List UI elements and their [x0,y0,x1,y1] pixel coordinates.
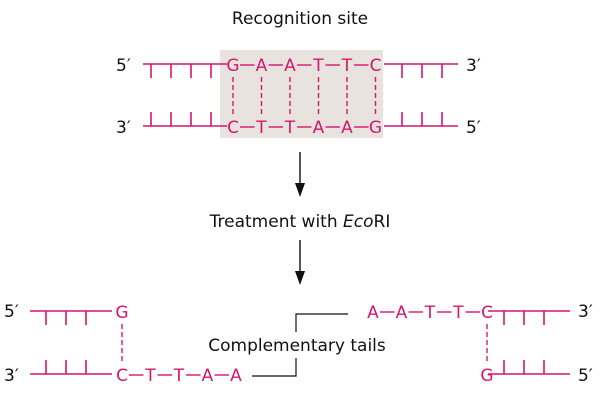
dna-strands [30,63,570,375]
top-duplex-top-left-end: 5′ [116,56,131,76]
left-fragment-bottom-strand [30,360,112,375]
top-duplex-top-right-strand [384,63,458,78]
arrow-1-head [295,183,305,197]
right-fragment-bottom-base: G [480,366,493,386]
top-duplex-bottom-base: C [227,118,239,138]
right-fragment-bottom-strand [488,360,570,375]
recognition-site-title: Recognition site [232,9,368,29]
top-duplex-top-base: A [256,56,268,76]
top-duplex-top-base: T [312,56,324,76]
tail-bracket-upper [295,313,348,332]
left-fragment-top-strand [30,310,112,325]
left-fragment-bottom-base: T [144,366,156,386]
top-duplex-top-base: C [370,56,382,76]
left-fragment-bottom-base: C [116,366,128,386]
right-fragment-top-base: A [396,303,408,323]
right-fragment-top-base: T [452,303,464,323]
left-fragment-bottom-base: T [173,366,185,386]
top-duplex-bottom-base: A [313,118,325,138]
left-fragment-top-end: 5′ [4,302,19,322]
top-duplex-bottom-base: G [369,118,382,138]
arrow-2-head [295,271,305,285]
top-duplex-bottom-base: T [284,118,296,138]
left-fragment-bottom-base: A [230,366,242,386]
top-duplex-bottom-left-strand [143,112,227,127]
right-fragment-top-end: 3′ [578,302,593,322]
complementary-tails-label: Complementary tails [208,336,386,356]
right-fragment-top-base: A [367,303,379,323]
top-duplex-bottom-base: T [255,118,267,138]
top-duplex-top-base: A [284,56,296,76]
treatment-label: Treatment with EcoRI [209,212,391,232]
top-duplex-bottom-base: A [341,118,353,138]
left-fragment-top-base: G [115,303,128,323]
right-fragment-top-strand [488,310,570,325]
left-fragment-bottom-end: 3′ [4,366,19,386]
top-duplex-top-right-end: 3′ [466,56,481,76]
top-duplex-top-base: T [341,56,353,76]
base-pair-dashes [121,77,488,364]
recognition-site-highlight [220,50,383,138]
right-fragment-top-base: T [424,303,436,323]
tail-bracket-lower [252,358,297,377]
left-fragment-bottom-base: A [202,366,214,386]
right-fragment-top-base: C [481,303,493,323]
top-duplex-bottom-right-strand [384,112,458,127]
top-duplex-bottom-right-end: 5′ [466,118,481,138]
right-fragment-bottom-end: 5′ [578,366,593,386]
top-duplex-bottom-left-end: 3′ [116,118,131,138]
top-duplex-top-left-strand [143,63,227,78]
top-duplex-top-base: G [226,56,239,76]
